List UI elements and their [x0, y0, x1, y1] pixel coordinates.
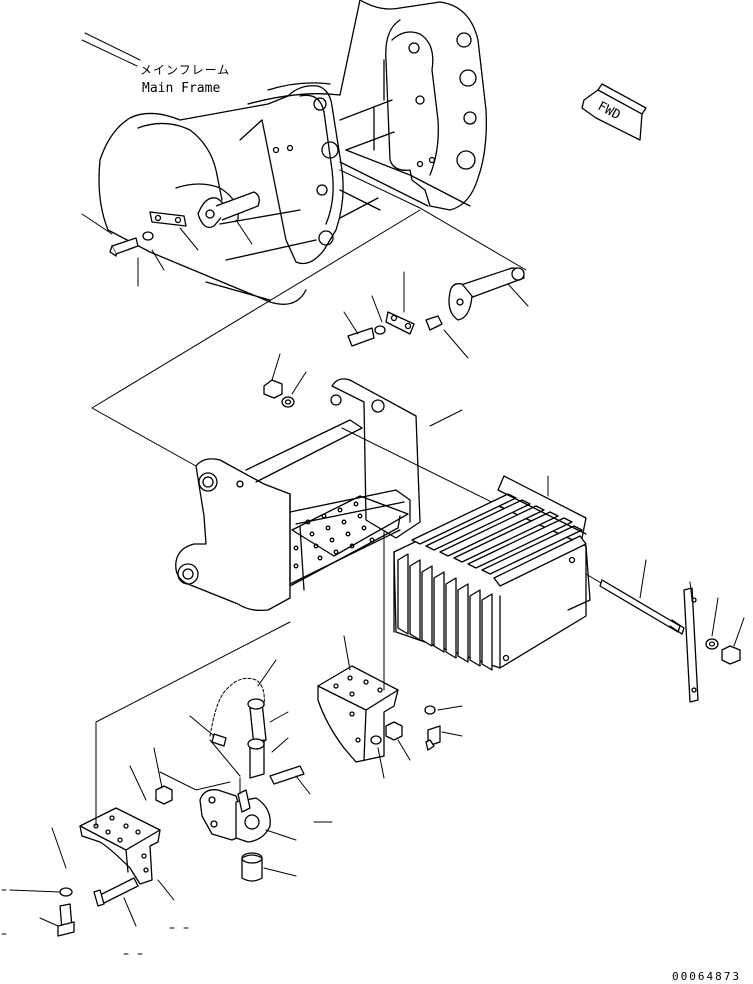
battery-top-ribs [411, 493, 587, 587]
hook-assembly [159, 765, 333, 882]
chain-and-cap [189, 659, 289, 779]
battery [393, 475, 607, 671]
main-frame-label-en: Main Frame [142, 81, 220, 96]
fwd-direction-marker: FWD [581, 83, 647, 141]
hold-down-rod [599, 559, 745, 703]
drawing-code: 00064873 [672, 970, 741, 983]
floor-plate-holes [293, 501, 375, 569]
main-frame-assembly [81, 0, 487, 305]
mounting-pin-right [339, 169, 529, 359]
connector-lines [91, 209, 421, 467]
battery-cells [397, 553, 493, 671]
nut-washer-upper [263, 353, 307, 408]
main-frame-label-jp: メインフレーム [140, 63, 230, 77]
lower-bracket-right [317, 531, 463, 779]
lower-bracket-left [1, 721, 189, 955]
battery-bracket-frame [95, 378, 521, 723]
